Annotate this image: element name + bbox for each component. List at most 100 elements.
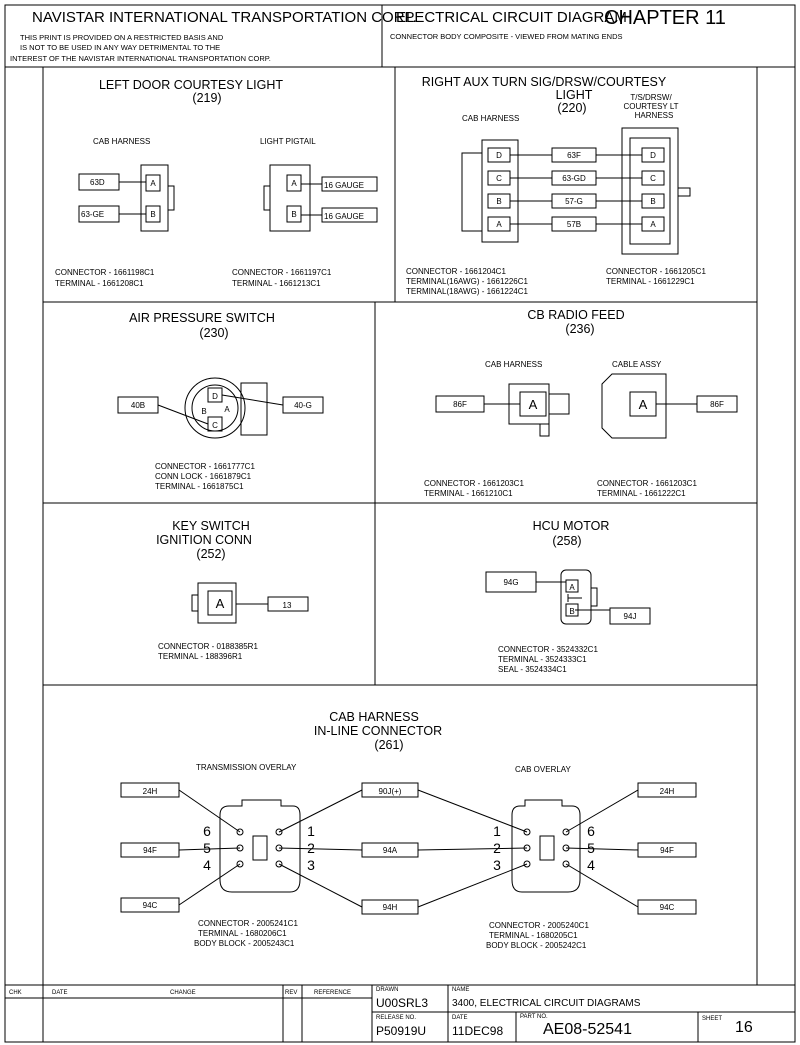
key-switch-pin: A bbox=[216, 596, 225, 611]
inline-right-pin-2: 2 bbox=[493, 840, 501, 856]
tb-date-label: DATE bbox=[52, 990, 68, 996]
notice-line-2: IS NOT TO BE USED IN ANY WAY DETRIMENTAL… bbox=[20, 43, 220, 52]
inline-right-pin-5: 5 bbox=[587, 840, 595, 856]
hcu-motor-wire-1: 94G bbox=[503, 578, 518, 587]
right-aux-mate-pin-b: B bbox=[650, 197, 655, 206]
air-pressure-wire-left: 40B bbox=[131, 401, 145, 410]
air-pressure-conn-1: CONNECTOR - 1661777C1 bbox=[155, 462, 255, 471]
right-aux-pin-b: B bbox=[496, 197, 501, 206]
hcu-motor-conn-2: TERMINAL - 3524333C1 bbox=[498, 655, 587, 664]
sheet-border bbox=[4, 4, 796, 1043]
inline-conn-right-3: BODY BLOCK - 2005242C1 bbox=[486, 941, 587, 950]
company-name: NAVISTAR INTERNATIONAL TRANSPORTATION CO… bbox=[32, 9, 417, 26]
inline-left-pin-5: 5 bbox=[203, 840, 211, 856]
air-pressure-conn-2: CONN LOCK - 1661879C1 bbox=[155, 472, 252, 481]
cb-radio-conn-left-1: CONNECTOR - 1661203C1 bbox=[424, 479, 524, 488]
inline-left-label: TRANSMISSION OVERLAY bbox=[196, 763, 297, 772]
inline-connectors bbox=[120, 782, 697, 915]
hcu-motor-wire-2: 94J bbox=[624, 612, 637, 621]
inline-left-wire-3: 94C bbox=[143, 901, 158, 910]
notice-line-1: THIS PRINT IS PROVIDED ON A RESTRICTED B… bbox=[20, 33, 224, 42]
tb-change-label: CHANGE bbox=[170, 990, 196, 996]
header-subtitle: CONNECTOR BODY COMPOSITE - VIEWED FROM M… bbox=[390, 32, 623, 41]
right-aux-mate-pin-a: A bbox=[650, 220, 656, 229]
right-aux-label-2: COURTESY LT bbox=[623, 102, 678, 111]
pigtail-pin-a: A bbox=[291, 179, 297, 188]
cb-radio-cab-harness: CAB HARNESS bbox=[485, 360, 542, 369]
chapter-label: CHAPTER 11 bbox=[604, 7, 726, 29]
cb-radio-wire-left: 86F bbox=[453, 400, 467, 409]
inline-right-pin-4: 4 bbox=[587, 857, 595, 873]
left-door-pin-b: B bbox=[150, 210, 155, 219]
air-pressure-pin-b: B bbox=[201, 407, 206, 416]
air-pressure-conn-3: TERMINAL - 1661875C1 bbox=[155, 482, 244, 491]
inline-left-wire-2: 94F bbox=[143, 846, 157, 855]
right-aux-wire-4: 57B bbox=[567, 220, 581, 229]
right-aux-mate-pin-d: D bbox=[650, 151, 656, 160]
left-door-gauge-2: 16 GAUGE bbox=[324, 212, 364, 221]
inline-left-pin-4: 4 bbox=[203, 857, 211, 873]
right-aux-mate-pin-c: C bbox=[650, 174, 656, 183]
right-aux-pin-d: D bbox=[496, 151, 502, 160]
inline-right-label: CAB OVERLAY bbox=[515, 765, 572, 774]
key-switch-conn-1: CONNECTOR - 0188385R1 bbox=[158, 642, 258, 651]
hcu-motor-conn-1: CONNECTOR - 3524332C1 bbox=[498, 645, 598, 654]
inline-conn-left-2: TERMINAL - 1680206C1 bbox=[198, 929, 287, 938]
inline-number: (261) bbox=[374, 738, 403, 752]
left-door-gauge-1: 16 GAUGE bbox=[324, 181, 364, 190]
hcu-motor-title: HCU MOTOR bbox=[533, 519, 610, 533]
left-door-wire-1: 63D bbox=[90, 178, 105, 187]
left-door-conn-right-1: CONNECTOR - 1661197C1 bbox=[232, 268, 332, 277]
hcu-motor-pin-b: B bbox=[569, 607, 574, 616]
inline-mid-wire-2: 94A bbox=[383, 846, 398, 855]
inline-right-pin-1: 1 bbox=[493, 823, 501, 839]
left-door-light-pigtail: LIGHT PIGTAIL bbox=[260, 137, 316, 146]
cb-radio-conn-right-2: TERMINAL - 1661222C1 bbox=[597, 489, 686, 498]
right-aux-conn-left-1: CONNECTOR - 1661204C1 bbox=[406, 267, 506, 276]
air-pressure-number: (230) bbox=[199, 326, 228, 340]
inline-left-pin-3: 3 bbox=[307, 857, 315, 873]
inline-title-1: CAB HARNESS bbox=[329, 710, 419, 724]
right-aux-title-1: RIGHT AUX TURN SIG/DRSW/COURTESY bbox=[422, 75, 667, 89]
cb-radio-conn-left-2: TERMINAL - 1661210C1 bbox=[424, 489, 513, 498]
right-aux-title-2: LIGHT bbox=[556, 88, 593, 102]
air-pressure-pin-d: D bbox=[212, 392, 218, 401]
inline-right-pin-6: 6 bbox=[587, 823, 595, 839]
right-aux-conn-right-1: CONNECTOR - 1661205C1 bbox=[606, 267, 706, 276]
tb-name-value: 3400, ELECTRICAL CIRCUIT DIAGRAMS bbox=[452, 998, 641, 1009]
right-aux-pin-c: C bbox=[496, 174, 502, 183]
inline-left-pin-6: 6 bbox=[203, 823, 211, 839]
tb-date2-label: DATE bbox=[452, 1015, 468, 1021]
key-switch-number: (252) bbox=[196, 547, 225, 561]
left-door-cab-harness: CAB HARNESS bbox=[93, 137, 150, 146]
tb-drawn-label: DRAWN bbox=[376, 987, 398, 993]
right-aux-conn-left-2: TERMINAL(16AWG) - 1661226C1 bbox=[406, 277, 529, 286]
inline-right-pin-3: 3 bbox=[493, 857, 501, 873]
left-door-pin-a: A bbox=[150, 179, 156, 188]
tb-part-value: AE08-52541 bbox=[543, 1021, 632, 1038]
left-door-number: (219) bbox=[192, 91, 221, 105]
right-aux-wire-2: 63-GD bbox=[562, 174, 586, 183]
air-pressure-wire-right: 40-G bbox=[294, 401, 312, 410]
right-aux-conn-left-3: TERMINAL(18AWG) - 1661224C1 bbox=[406, 287, 529, 296]
hcu-motor-connector bbox=[485, 569, 651, 625]
tb-part-label: PART NO. bbox=[520, 1014, 548, 1020]
cb-radio-wire-right: 86F bbox=[710, 400, 724, 409]
inline-conn-left-1: CONNECTOR - 2005241C1 bbox=[198, 919, 298, 928]
right-aux-connectors bbox=[461, 127, 691, 255]
left-door-conn-left-1: CONNECTOR - 1661198C1 bbox=[55, 268, 155, 277]
tb-reference-label: REFERENCE bbox=[314, 990, 351, 996]
key-switch-connector bbox=[191, 582, 309, 624]
inline-title-2: IN-LINE CONNECTOR bbox=[314, 724, 442, 738]
tb-date2-value: 11DEC98 bbox=[452, 1024, 503, 1038]
cb-radio-pin-left: A bbox=[529, 397, 538, 412]
air-pressure-pin-a: A bbox=[224, 405, 230, 414]
inline-left-wire-1: 24H bbox=[143, 787, 158, 796]
right-aux-wire-3: 57-G bbox=[565, 197, 583, 206]
air-pressure-pin-c: C bbox=[212, 421, 218, 430]
cb-radio-pin-right: A bbox=[639, 397, 648, 412]
tb-release-label: RELEASE NO. bbox=[376, 1015, 416, 1021]
left-door-title: LEFT DOOR COURTESY LIGHT bbox=[99, 78, 283, 92]
hcu-motor-number: (258) bbox=[552, 534, 581, 548]
